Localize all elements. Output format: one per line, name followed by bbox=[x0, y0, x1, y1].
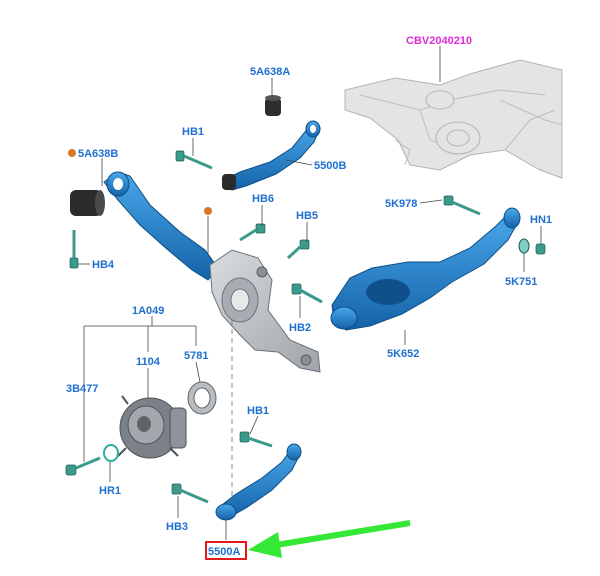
bearing-5781 bbox=[187, 381, 217, 415]
bolt-hb5 bbox=[286, 239, 310, 260]
bushing-5a638a bbox=[265, 95, 281, 116]
label-3b477[interactable]: 3B477 bbox=[66, 383, 98, 395]
bolt-hb4 bbox=[69, 230, 79, 269]
washer-5k751 bbox=[518, 238, 530, 254]
bolt-hb3 bbox=[171, 483, 209, 504]
label-5500a[interactable]: 5500A bbox=[208, 546, 240, 558]
label-hb3[interactable]: HB3 bbox=[166, 521, 188, 533]
label-5a638b[interactable]: 5A638B bbox=[78, 148, 118, 160]
orange-dot-icon bbox=[68, 149, 76, 157]
bushing-5a638b bbox=[70, 190, 105, 216]
label-cbv2040210[interactable]: CBV2040210 bbox=[406, 35, 472, 47]
label-hr1[interactable]: HR1 bbox=[99, 485, 121, 497]
label-5k978[interactable]: 5K978 bbox=[385, 198, 417, 210]
label-5k652[interactable]: 5K652 bbox=[387, 348, 419, 360]
label-1a049[interactable]: 1A049 bbox=[132, 305, 164, 317]
label-hb1-bottom[interactable]: HB1 bbox=[247, 405, 269, 417]
bolt-hb1-top bbox=[175, 150, 213, 170]
label-hb6[interactable]: HB6 bbox=[252, 193, 274, 205]
orange-dot-icon bbox=[204, 207, 212, 215]
label-1104[interactable]: 1104 bbox=[136, 356, 161, 368]
seal-hr1 bbox=[103, 444, 119, 462]
label-5k751[interactable]: 5K751 bbox=[505, 276, 537, 288]
rear-knuckle bbox=[209, 249, 321, 373]
label-hb5[interactable]: HB5 bbox=[296, 210, 318, 222]
bolt-5k978 bbox=[443, 195, 481, 216]
highlight-box-5500a bbox=[205, 541, 247, 560]
bolt-hb1-bottom bbox=[239, 431, 273, 448]
label-hb4[interactable]: HB4 bbox=[92, 259, 115, 271]
upper-control-arm bbox=[222, 120, 321, 191]
lower-toe-link bbox=[215, 443, 302, 521]
leader-lines bbox=[78, 46, 542, 540]
label-hb1-top[interactable]: HB1 bbox=[182, 126, 204, 138]
bolt-3b477 bbox=[65, 456, 101, 476]
green-arrow-icon bbox=[248, 520, 411, 558]
label-hn1[interactable]: HN1 bbox=[530, 214, 552, 226]
label-hb2[interactable]: HB2 bbox=[289, 322, 311, 334]
lower-spring-arm bbox=[330, 207, 521, 331]
nut-hn1 bbox=[535, 243, 546, 255]
label-5500b[interactable]: 5500B bbox=[314, 160, 346, 172]
trailing-arm bbox=[103, 171, 219, 281]
wheel-hub-1104 bbox=[117, 395, 187, 459]
label-5a638a[interactable]: 5A638A bbox=[250, 66, 290, 78]
label-5781[interactable]: 5781 bbox=[184, 350, 208, 362]
bolt-hb6 bbox=[239, 223, 266, 242]
bolt-hb2 bbox=[291, 283, 323, 304]
rear-subframe bbox=[344, 59, 563, 179]
